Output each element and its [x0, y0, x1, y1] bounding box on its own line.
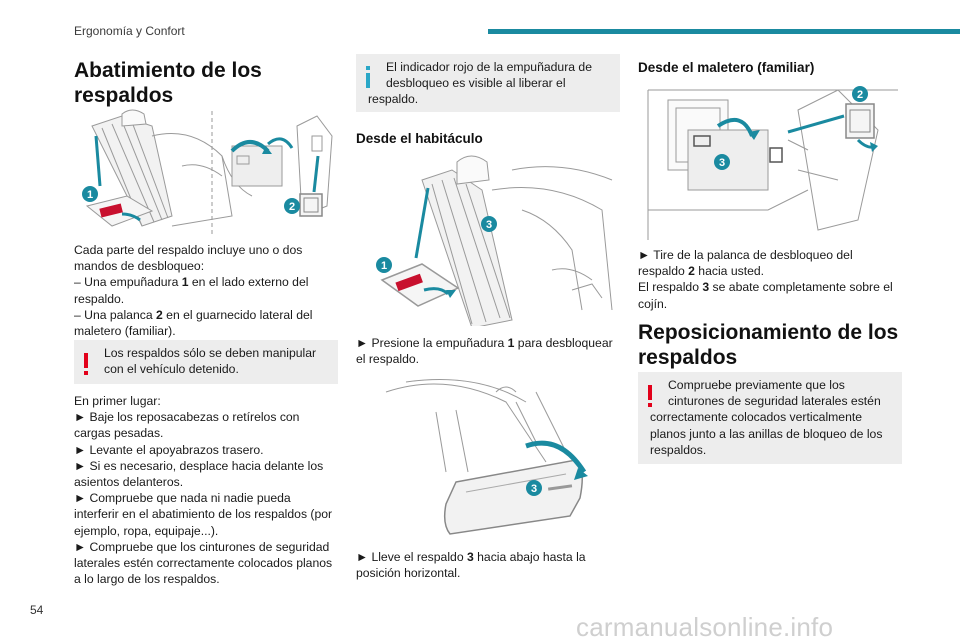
callout-label: 1: [87, 189, 93, 201]
text-line: Cada parte del respaldo incluye uno o do…: [74, 243, 303, 257]
text-line: respaldo 2 hacia usted.: [638, 264, 765, 279]
warning-note: Compruebe previamente que los cinturones…: [638, 372, 902, 464]
page-number: 54: [30, 603, 44, 617]
text-line: ► Lleve el respaldo 3 hacia abajo hasta …: [356, 550, 586, 564]
text-line: posición horizontal.: [356, 566, 461, 581]
watermark: carmanualsonline.info: [576, 612, 834, 640]
subtitle-cabin: Desde el habitáculo: [356, 131, 483, 146]
warning-icon: [648, 385, 652, 407]
cabin-step-2: ► Lleve el respaldo 3 hacia abajo hasta …: [356, 549, 586, 581]
callout-label: 3: [719, 157, 725, 169]
cabin-unlock-illustration: 1 3: [376, 155, 613, 326]
text-line: cojín.: [638, 296, 668, 311]
callout-2: [852, 86, 868, 102]
text-line: laterales estén correctamente colocados …: [74, 556, 333, 571]
text-line: interferir en el abatimiento de los resp…: [74, 507, 333, 522]
text-line: ► Compruebe que los cinturones de seguri…: [74, 539, 330, 554]
preparation-steps: En primer lugar: ► Baje los reposacabeza…: [74, 393, 332, 587]
title-line: Reposicionamiento de los: [638, 321, 899, 344]
callout-label: 2: [289, 201, 295, 213]
subtitle-trunk: Desde el maletero (familiar): [638, 60, 815, 75]
callout-3: [526, 480, 542, 496]
text-line: ► Compruebe que nada ni nadie pueda: [74, 491, 291, 506]
text-line: ► Baje los reposacabezas o retírelos con: [74, 410, 300, 425]
section-title-reposition: Reposicionamiento de los respaldos: [638, 320, 898, 370]
text-line: a lo largo de los respaldos.: [74, 572, 220, 587]
title-line: respaldos: [638, 346, 738, 369]
callout-label: 1: [381, 260, 387, 272]
text-line: ► Tire de la palanca de desbloqueo del: [638, 248, 853, 262]
callout-3: [714, 154, 730, 170]
trunk-lever-illustration: 2 3: [647, 86, 898, 240]
text-line: cargas pesadas.: [74, 426, 164, 441]
text-line: ► Si es necesario, desplace hacia delant…: [74, 458, 324, 473]
callout-label: 3: [486, 219, 492, 231]
seat-unlock-illustration: 1 2: [82, 109, 333, 234]
text-line: En primer lugar:: [74, 394, 161, 408]
text-line: el respaldo.: [356, 352, 420, 367]
callout-label: 3: [531, 483, 537, 495]
text-line: El indicador rojo de la empuñadura de: [386, 60, 592, 74]
warning-icon: [84, 353, 88, 375]
callout-1: [376, 257, 392, 273]
info-icon: [366, 66, 370, 88]
text-line: respaldos.: [650, 442, 707, 457]
callout-label: 2: [857, 89, 863, 101]
title-line: Abatimiento de los: [74, 59, 262, 82]
callout-3: [481, 216, 497, 232]
text-line: – Una empuñadura 1 en el lado externo de…: [74, 275, 309, 290]
intro-paragraph: Cada parte del respaldo incluye uno o do…: [74, 242, 313, 339]
callout-2: [284, 198, 300, 214]
text-line: El respaldo 3 se abate completamente sob…: [638, 280, 893, 295]
text-line: asientos delanteros.: [74, 475, 184, 490]
text-line: ► Presione la empuñadura 1 para desbloqu…: [356, 336, 613, 350]
text-line: – Una palanca 2 en el guarnecido lateral…: [74, 307, 313, 322]
seatback-folding-illustration: 3: [385, 379, 588, 535]
text-line: respaldo.: [74, 291, 125, 306]
text-line: con el vehículo detenido.: [104, 362, 239, 377]
text-line: ejemplo, ropa, equipaje...).: [74, 523, 219, 538]
text-line: mandos de desbloqueo:: [74, 259, 205, 274]
cabin-step-1: ► Presione la empuñadura 1 para desbloqu…: [356, 335, 613, 367]
text-line: ► Levante el apoyabrazos trasero.: [74, 442, 264, 457]
callout-1: [82, 186, 98, 202]
text-line: planos junto a las anillas de bloqueo de…: [650, 426, 883, 441]
warning-note: Los respaldos sólo se deben manipular co…: [74, 340, 338, 384]
trunk-steps: ► Tire de la palanca de desbloqueo del r…: [638, 247, 893, 312]
text-line: cinturones de seguridad laterales estén: [668, 394, 881, 409]
info-note: El indicador rojo de la empuñadura de de…: [356, 54, 620, 112]
text-line: correctamente colocados verticalmente: [650, 410, 863, 425]
header-bar: [488, 29, 960, 34]
text-line: respaldo.: [368, 92, 419, 107]
text-line: desbloqueo es visible al liberar el: [386, 76, 566, 91]
section-title-fold: Abatimiento de los respaldos: [74, 58, 262, 108]
header-section: Ergonomía y Confort: [74, 24, 185, 38]
title-line: respaldos: [74, 84, 174, 107]
text-line: maletero (familiar).: [74, 324, 176, 339]
text-line: Compruebe previamente que los: [668, 378, 845, 392]
text-line: Los respaldos sólo se deben manipular: [104, 346, 317, 360]
